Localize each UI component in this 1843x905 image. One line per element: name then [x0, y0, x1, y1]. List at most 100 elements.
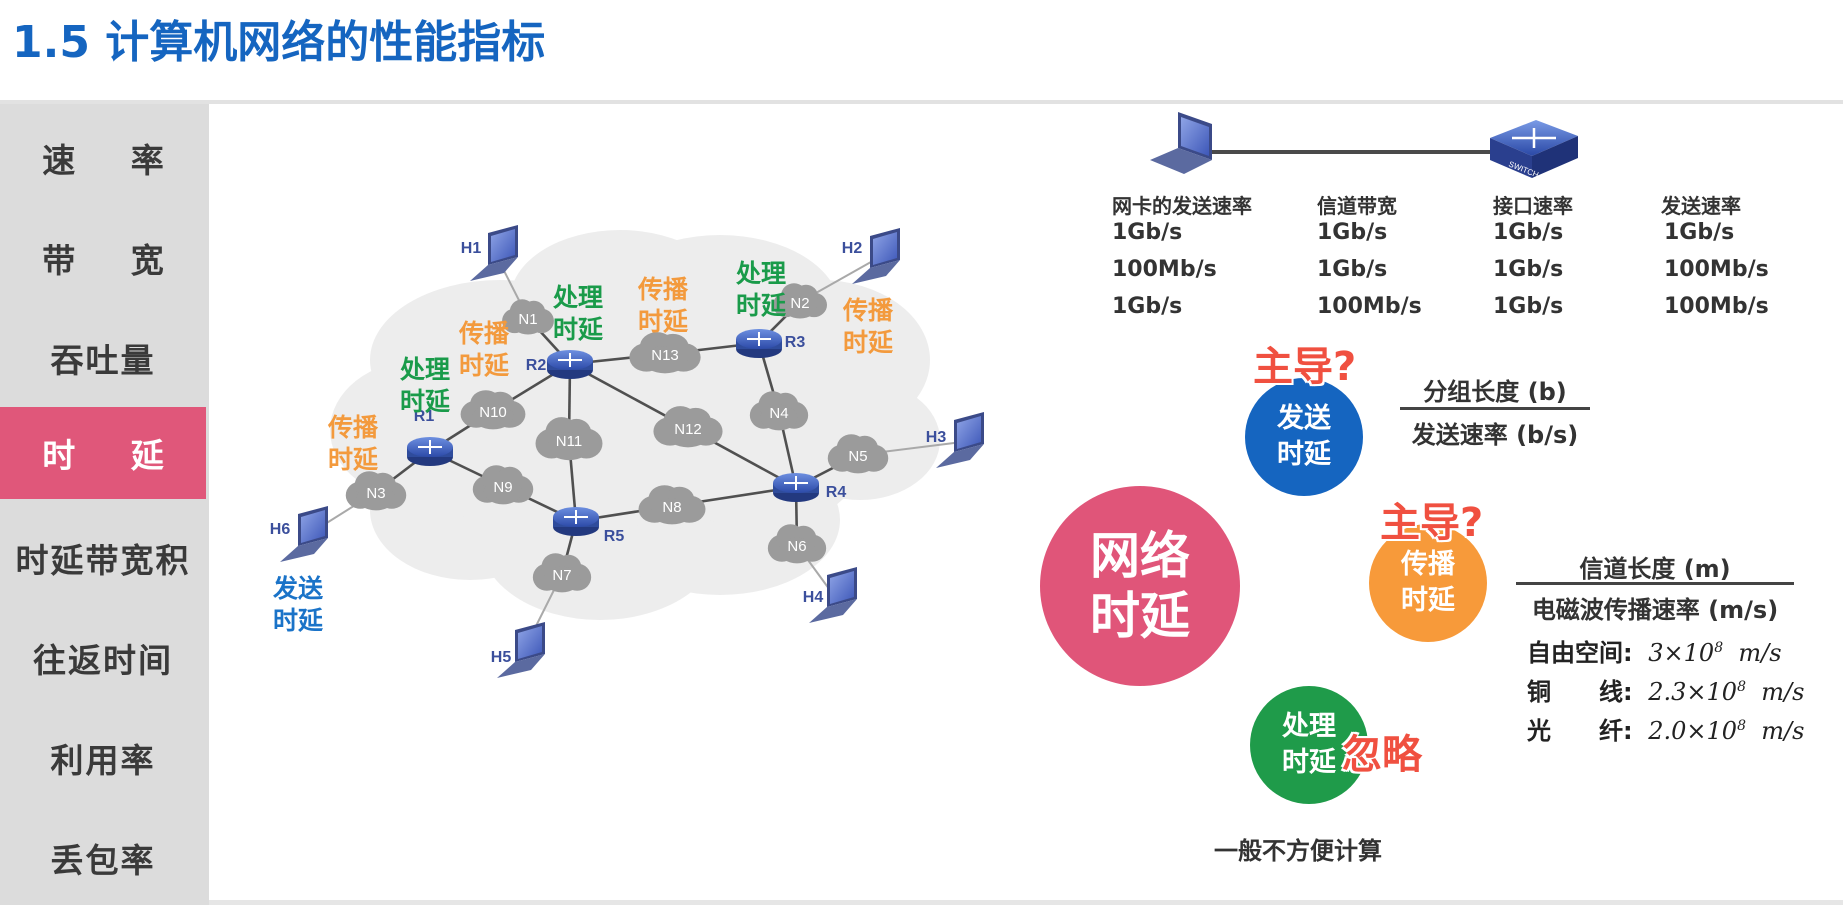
cloud-label: N10 — [479, 404, 507, 421]
dominant-question-prop: 主导? — [1380, 500, 1484, 546]
cloud-n10: N10 — [460, 390, 526, 430]
host-label: H2 — [842, 240, 863, 257]
sidebar-item-delay-bandwidth-product[interactable]: 时延带宽积 — [15, 541, 191, 580]
ignore-label: 忽略 — [1342, 732, 1422, 778]
table-header-send-rate: 发送速率 — [1661, 194, 1741, 218]
label-send-h6: 发送时延 — [273, 574, 324, 635]
speed-free-space: 自由空间: 3×108 m/s — [1527, 639, 1782, 667]
cloud-label: N9 — [493, 479, 512, 496]
table-cell: 1Gb/s — [1317, 257, 1388, 282]
cloud-n1: N1 — [502, 299, 554, 335]
cloud-n13: N13 — [629, 332, 701, 374]
cloud-n12: N12 — [653, 406, 723, 448]
switch-icon: SWITCH — [1490, 120, 1578, 180]
send-formula-denominator: 发送速率 (b/s) — [1411, 421, 1579, 449]
cloud-label: N2 — [790, 295, 809, 312]
host-h3: H3 — [926, 412, 984, 468]
sidebar-item-utilization[interactable]: 利用率 — [50, 741, 156, 780]
cloud-label: N7 — [552, 567, 571, 584]
cloud-n3: N3 — [345, 471, 407, 511]
cloud-label: N11 — [556, 433, 582, 450]
speed-copper: 铜 线: 2.3×108 m/s — [1527, 678, 1805, 706]
host-label: H4 — [803, 589, 824, 606]
cloud-label: N6 — [787, 538, 806, 555]
processing-delay-circle: 处理时延 — [1250, 686, 1368, 804]
cloud-n5: N5 — [827, 434, 889, 474]
network-delay-circle: 网络时延 — [1040, 486, 1240, 686]
cloud-n8: N8 — [638, 485, 706, 525]
host-h1: H1 — [461, 225, 518, 281]
cloud-label: N5 — [848, 448, 867, 465]
table-header-nic-rate: 网卡的发送速率 — [1112, 194, 1252, 218]
sidebar: 速 率 带 宽 吞吐量 时 延 时延带宽积 往返时间 利用率 丢包率 — [0, 104, 209, 905]
bottom-divider — [209, 900, 1843, 905]
cloud-n7: N7 — [532, 553, 592, 593]
cloud-label: N12 — [674, 421, 702, 438]
host-h2: H2 — [842, 228, 900, 284]
table-cell: 1Gb/s — [1493, 257, 1564, 282]
router-label: R3 — [785, 334, 806, 351]
table-cell: 100Mb/s — [1317, 294, 1422, 319]
table-cell: 1Gb/s — [1112, 220, 1183, 245]
sidebar-item-throughput[interactable]: 吞吐量 — [50, 341, 156, 380]
label-prop-n13: 传播时延 — [638, 275, 689, 336]
host-h6: H6 — [270, 506, 328, 562]
router-label: R2 — [526, 357, 547, 374]
table-cell: 1Gb/s — [1317, 220, 1388, 245]
label-prop-r2: 传播时延 — [459, 319, 510, 380]
network-cloud — [330, 230, 940, 620]
cloud-n9: N9 — [472, 465, 534, 505]
host-label: H3 — [926, 429, 947, 446]
cloud-n2: N2 — [773, 283, 827, 319]
send-formula-numerator: 分组长度 (b) — [1423, 378, 1567, 406]
table-cell: 100Mb/s — [1664, 257, 1769, 282]
host-label: H6 — [270, 521, 291, 538]
title-divider — [0, 100, 1843, 104]
prop-formula-numerator: 信道长度 (m) — [1579, 555, 1731, 583]
host-label: H1 — [461, 240, 482, 257]
sidebar-item-packet-loss[interactable]: 丢包率 — [50, 841, 156, 880]
host-h4: H4 — [803, 567, 857, 623]
sidebar-item-bandwidth[interactable]: 带 宽 — [42, 241, 186, 280]
processing-note: 一般不方便计算 — [1214, 837, 1382, 865]
sidebar-item-rate[interactable]: 速 率 — [42, 141, 186, 180]
top-laptop — [1150, 112, 1212, 174]
host-h5: H5 — [491, 622, 545, 678]
cloud-label: N1 — [518, 311, 537, 328]
cloud-label: N8 — [662, 499, 681, 516]
cloud-label: N13 — [651, 347, 679, 364]
dominant-question-send: 主导? — [1253, 344, 1357, 390]
router-label: R5 — [604, 528, 625, 545]
cloud-n11: N11 — [535, 417, 603, 461]
table-cell: 1Gb/s — [1112, 294, 1183, 319]
router-r5: R5 — [553, 507, 624, 545]
page-title: 1.5 计算机网络的性能指标 — [12, 17, 546, 68]
router-r1: R1 — [407, 408, 453, 466]
router-r4: R4 — [773, 473, 846, 502]
label-prop-r1: 传播时延 — [328, 413, 379, 474]
label-proc-r1: 处理时延 — [400, 355, 451, 416]
table-cell: 100Mb/s — [1112, 257, 1217, 282]
sidebar-item-delay[interactable]: 时 延 — [0, 407, 206, 499]
router-r3: R3 — [736, 329, 805, 358]
router-label: R1 — [414, 408, 435, 425]
table-cell: 1Gb/s — [1493, 294, 1564, 319]
prop-formula-denominator: 电磁波传播速率 (m/s) — [1531, 596, 1779, 624]
table-cell: 1Gb/s — [1664, 220, 1735, 245]
router-r2: R2 — [526, 350, 593, 379]
label-prop-h2: 传播时延 — [843, 296, 894, 357]
router-label: R4 — [826, 484, 847, 501]
cloud-n6: N6 — [767, 524, 827, 564]
label-proc-r2: 处理时延 — [553, 283, 604, 344]
cloud-n4: N4 — [749, 391, 809, 431]
sidebar-item-rtt[interactable]: 往返时间 — [33, 641, 173, 680]
table-cell: 100Mb/s — [1664, 294, 1769, 319]
cloud-label: N4 — [769, 405, 788, 422]
prop-formula-bar — [1516, 582, 1794, 585]
host-label: H5 — [491, 649, 512, 666]
table-header-channel-bandwidth: 信道带宽 — [1317, 194, 1397, 218]
send-formula-bar — [1400, 407, 1590, 410]
propagation-delay-circle: 传播时延 — [1369, 524, 1487, 642]
send-delay-circle: 发送时延 — [1245, 378, 1363, 496]
